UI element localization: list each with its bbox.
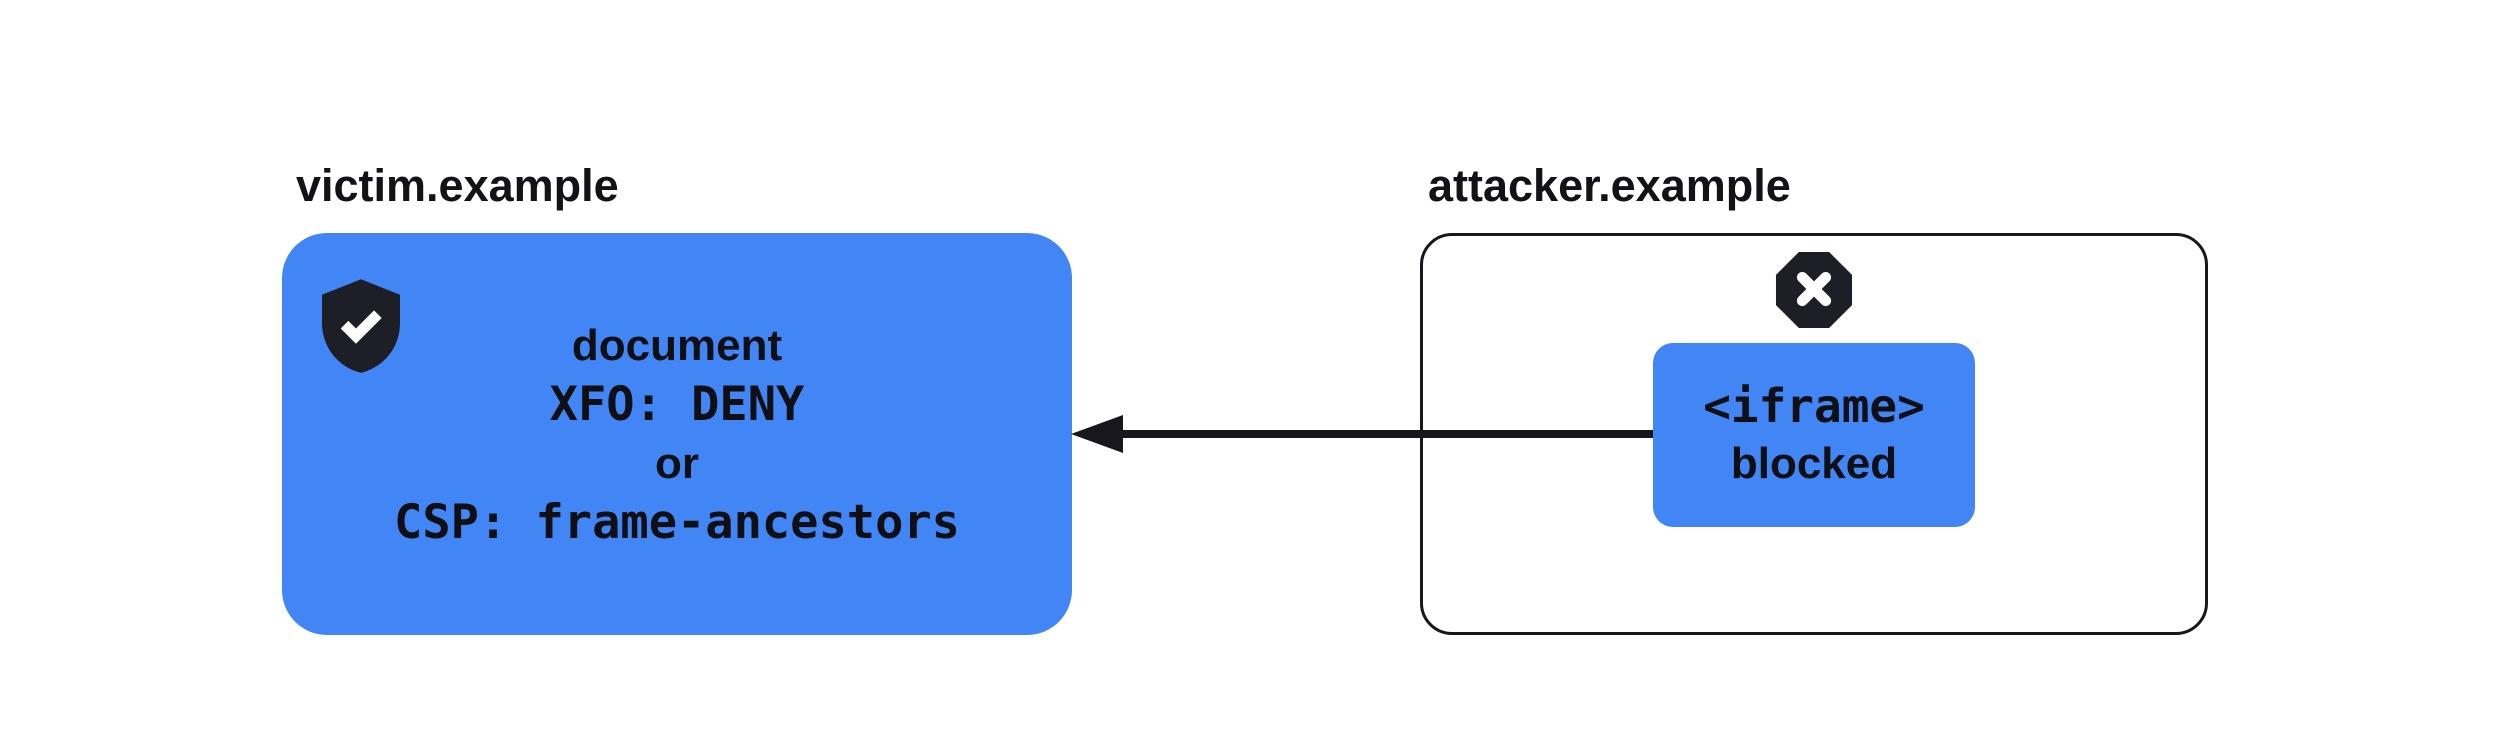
- victim-line-or: or: [655, 439, 699, 488]
- blocked-iframe-box: <iframe> blocked: [1653, 343, 1975, 527]
- iframe-tag-text: <iframe>: [1703, 379, 1925, 433]
- victim-line-xfo-deny: XFO: DENY: [549, 377, 805, 432]
- shield-check-icon: [322, 279, 400, 373]
- blocked-x-icon: [1775, 251, 1853, 329]
- iframe-blocked-text: blocked: [1730, 439, 1898, 488]
- victim-document-box: document XFO: DENY or CSP: frame-ancesto…: [282, 233, 1072, 635]
- iframe-box-text: <iframe> blocked: [1653, 343, 1975, 527]
- attacker-domain-label: attacker.example: [1428, 160, 1791, 211]
- victim-box-text: document XFO: DENY or CSP: frame-ancesto…: [282, 233, 1072, 635]
- victim-line-csp-frame-ancestors: CSP: frame-ancestors: [394, 495, 960, 550]
- victim-domain-label: victim.example: [296, 160, 619, 211]
- victim-line-document: document: [571, 321, 783, 370]
- blocked-request-arrow: [1071, 415, 1653, 453]
